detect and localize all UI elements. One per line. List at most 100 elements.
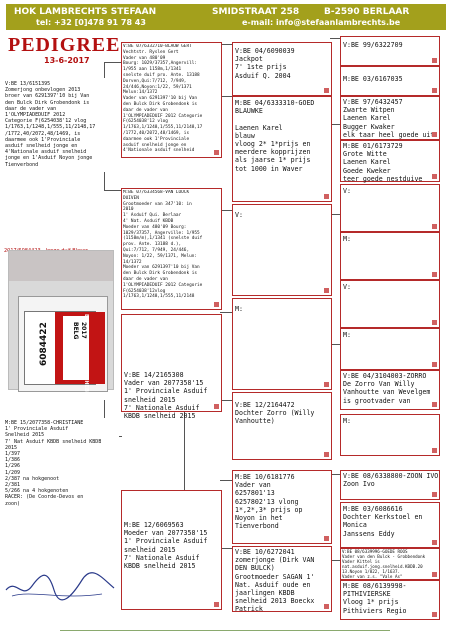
gen4-box: V:: [340, 184, 440, 232]
gen4-text: M:: [343, 331, 351, 339]
connector-line: [104, 154, 105, 190]
gen3-box: V:: [232, 204, 332, 296]
gen4-text: M:: [343, 235, 351, 243]
gen3-box: V:BE 12/2164472 Dochter Zorro (Willy Van…: [232, 392, 332, 460]
corner-marker: [432, 88, 437, 93]
corner-marker: [432, 58, 437, 63]
sire-dam-box: M:BE 07/6334568-VAN LOOCK DUIVEN Grootmo…: [121, 188, 222, 310]
gen4-box: V:BE 04/3104003-ZORRO De Zorro Van Willy…: [340, 370, 440, 410]
gen4-box: M:BE 03/6086616 Dochter Kerkstoel en Mon…: [340, 502, 440, 548]
corner-marker: [432, 272, 437, 277]
gen4-box: M:: [340, 414, 440, 456]
phone-number: tel: +32 [0]478 91 78 43: [36, 18, 146, 27]
header-banner: HOK LAMBRECHTS STEFAAN SMIDSTRAAT 258 B-…: [6, 4, 446, 30]
gen3-box: M:BE 04/6333310-GOED BLAUWKE Laenen Kare…: [232, 96, 332, 202]
connector-line: [104, 62, 122, 63]
gen4-text: M:BE 08/6139998- PITHIVIERSKE Vloog 1* p…: [343, 582, 407, 615]
bottom-rule: [60, 630, 390, 631]
gen3-text: M:BE 10/6181776 Vader van 6257801'13 625…: [235, 473, 303, 531]
corner-marker: [432, 132, 437, 137]
gen4-text: M:BE 01/6173729 Grote Witte Laenen Karel…: [343, 142, 423, 183]
corner-marker: [432, 402, 437, 407]
connector-line: [220, 480, 232, 481]
connector-line: [330, 474, 340, 475]
connector-line: [220, 312, 232, 313]
gen4-box: M:BE 01/6173729 Grote Witte Laenen Karel…: [340, 140, 440, 183]
corner-marker: [432, 320, 437, 325]
gen4-box: V:: [340, 280, 440, 328]
connector-line: [330, 560, 340, 561]
connector-line: [330, 124, 340, 125]
corner-marker: [214, 302, 219, 307]
corner-marker: [432, 572, 437, 577]
gen3-text: V:BE 12/2164472 Dochter Zorro (Willy Van…: [235, 401, 315, 426]
gen4-box: V:BE 08/6338800-ZOON IVO Zoon Ivo: [340, 470, 440, 500]
connector-line: [220, 400, 232, 401]
signature: [5, 572, 115, 601]
gen4-box: M:: [340, 328, 440, 370]
sire-box: V:BE 07/6332710-BLAUW GERT Vechtstr. Rys…: [121, 42, 222, 158]
subject-box: V:BE 13/6151395 Zomerjong onbevlogen 201…: [3, 78, 119, 172]
ring-card: BELGISCHE DUIVENLIEFHEBBERSBOND 2017 BEL…: [18, 296, 108, 423]
gen3-box: V:BE 10/6272041 zomerjonge (Dirk VAN DEN…: [232, 546, 332, 613]
ring-year: 2017: [80, 322, 87, 339]
corner-marker: [324, 288, 329, 293]
gen4-text: M:BE 03/6086616 Dochter Kerkstoel en Mon…: [343, 505, 423, 538]
gen4-box: V:BE 97/6432457 Zwarte Witpen Laenen Kar…: [340, 96, 440, 140]
connector-line: [104, 190, 122, 191]
loft-name: HOK LAMBRECHTS STEFAAN: [14, 7, 157, 17]
sire-dam-text: M:BE 07/6334568-VAN LOOCK DUIVEN Grootmo…: [123, 190, 203, 300]
ring-number: 6084422: [39, 322, 49, 366]
gen3-text: V:: [235, 211, 243, 219]
connector-line: [330, 38, 340, 39]
city-address: B-2590 BERLAAR: [324, 7, 410, 17]
sire-text: V:BE 07/6332710-BLAUW GERT Vechtstr. Rys…: [123, 44, 203, 154]
corner-marker: [324, 536, 329, 541]
gen3-box: V:BE 04/6090039 Jackpot 7' 1ste prijs As…: [232, 42, 332, 96]
dam-text: M:BE 15/2077358-CHRISTIANE 1' Provincial…: [5, 420, 102, 507]
gen4-text: V:BE 99/6322709: [343, 41, 403, 49]
gen4-text: V:BE 04/3104003-ZORRO De Zorro Van Willy…: [343, 372, 431, 405]
gen4-text: V:: [343, 187, 351, 195]
gen3-text: V:BE 04/6090039 Jackpot 7' 1ste prijs As…: [235, 47, 295, 80]
corner-marker: [432, 448, 437, 453]
gen3-text: M:: [235, 305, 243, 313]
corner-marker: [324, 382, 329, 387]
email-address: e-mail: info@stefaanlambrechts.be: [242, 18, 401, 27]
subject-text: V:BE 13/6151395 Zomerjong onbevlogen 201…: [5, 81, 96, 168]
gen4-box: M:BE 08/6139998- PITHIVIERSKE Vloog 1* p…: [340, 580, 440, 620]
corner-marker: [432, 492, 437, 497]
corner-marker: [432, 362, 437, 367]
connector-line: [330, 344, 340, 345]
gen3-box: M:BE 10/6181776 Vader van 6257801'13 625…: [232, 470, 332, 544]
corner-marker: [432, 612, 437, 617]
gen4-box: V:BE 99/6322709: [340, 36, 440, 66]
gen4-text: M:: [343, 417, 351, 425]
corner-marker: [432, 224, 437, 229]
dam-box: M:BE 15/2077358-CHRISTIANE 1' Provincial…: [3, 418, 119, 524]
dam-dam-box: M:BE 12/6069563 Moeder van 2077358'15 1'…: [121, 490, 222, 610]
gen4-box: M:: [340, 232, 440, 280]
gen4-text: V:BE 08/6339996-GOEDE ROOS Vader van den…: [342, 549, 426, 579]
corner-marker: [324, 194, 329, 199]
gen4-box: V:BE 08/6339996-GOEDE ROOS Vader van den…: [340, 548, 440, 580]
gen4-box: M:BE 03/6167035: [340, 66, 440, 96]
gen3-box: M:: [232, 298, 332, 390]
gen4-text: V:BE 97/6432457 Zwarte Witpen Laenen Kar…: [343, 98, 435, 139]
connector-line: [184, 412, 185, 530]
ring-label: BELGISCHE DUIVENLIEFHEBBERSBOND 2017 BEL…: [24, 311, 105, 423]
corner-marker: [214, 150, 219, 155]
connector-line: [220, 548, 232, 549]
pedigree-date: 13-6-2017: [44, 56, 90, 65]
page-title: PEDIGREE: [8, 34, 121, 56]
corner-marker: [324, 452, 329, 457]
corner-marker: [214, 404, 219, 409]
corner-marker: [214, 602, 219, 607]
corner-marker: [432, 540, 437, 545]
ring-country: BELG: [72, 322, 79, 340]
gen4-text: V:BE 08/6338800-ZOON IVO Zoon Ivo: [343, 472, 439, 489]
corner-marker: [432, 174, 437, 179]
corner-marker: [324, 604, 329, 609]
street-address: SMIDSTRAAT 258: [212, 7, 300, 17]
gen4-text: M:BE 03/6167035: [343, 75, 403, 83]
